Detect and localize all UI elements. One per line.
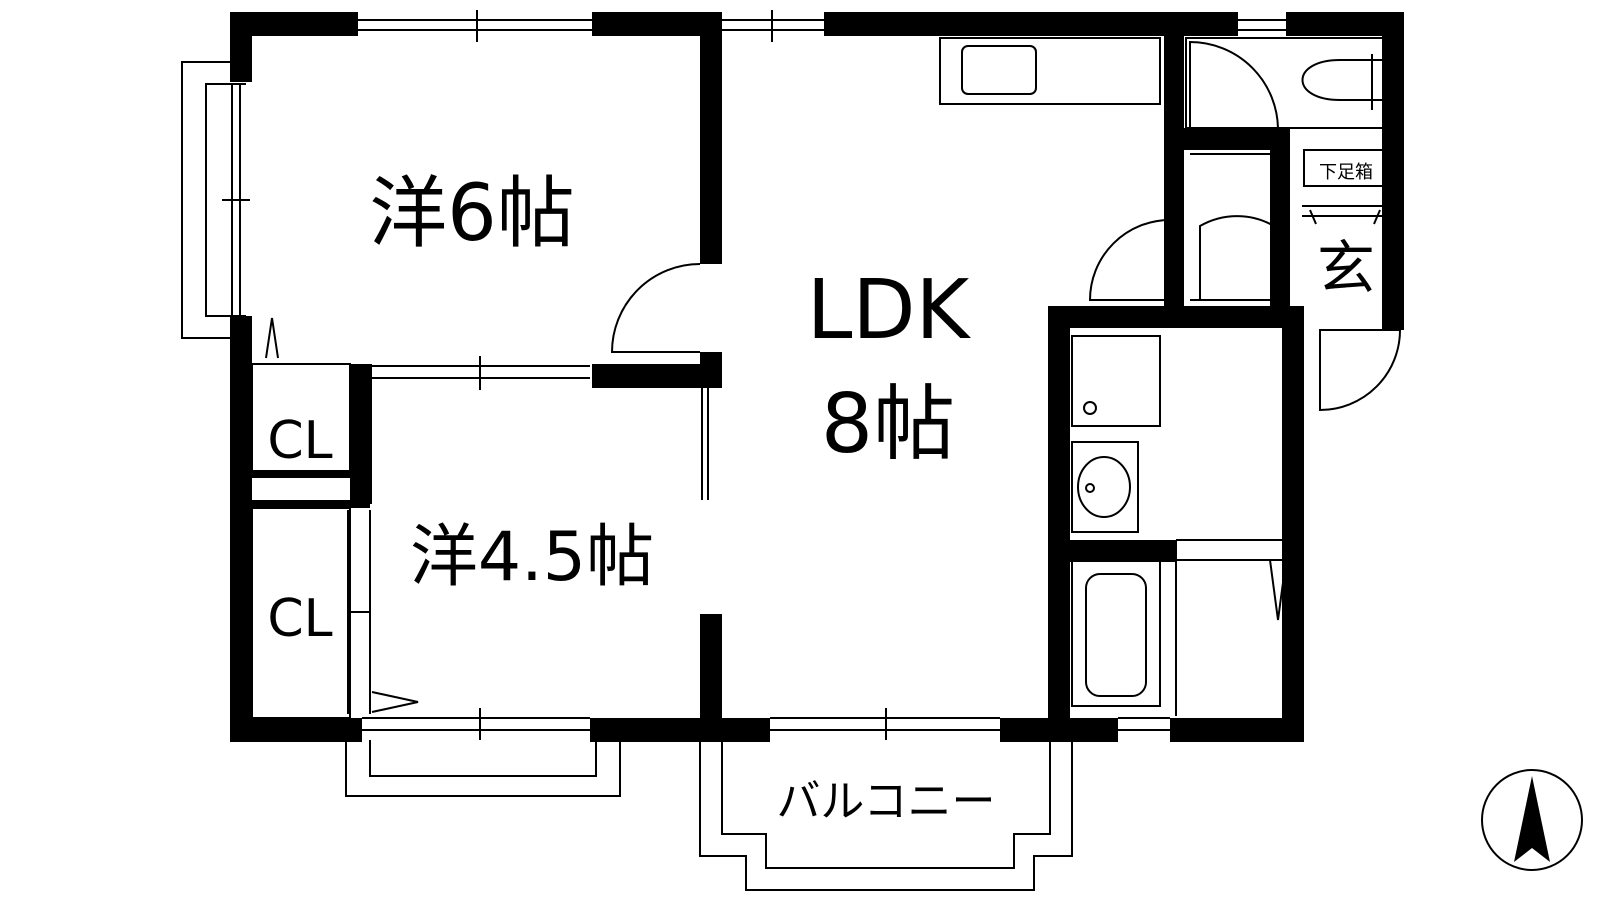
room-label-western-6: 洋6帖: [369, 169, 575, 259]
room-label-western-4-5: 洋4.5帖: [410, 518, 654, 597]
door-swings: [265, 40, 1402, 713]
walls: [230, 12, 1404, 742]
closet-outlines: [251, 363, 351, 719]
room-label-ldk-name: LDK: [807, 263, 972, 358]
balcony-label: バルコニー: [776, 776, 995, 827]
room-label-closet-2: CL: [267, 589, 332, 649]
north-arrow-icon: [1481, 769, 1583, 871]
room-label-ldk-size: 8帖: [821, 377, 955, 472]
shoe-box-label: 下足箱: [1319, 162, 1373, 183]
entrance-label: 玄: [1317, 234, 1375, 302]
room-label-closet-1: CL: [267, 411, 332, 471]
